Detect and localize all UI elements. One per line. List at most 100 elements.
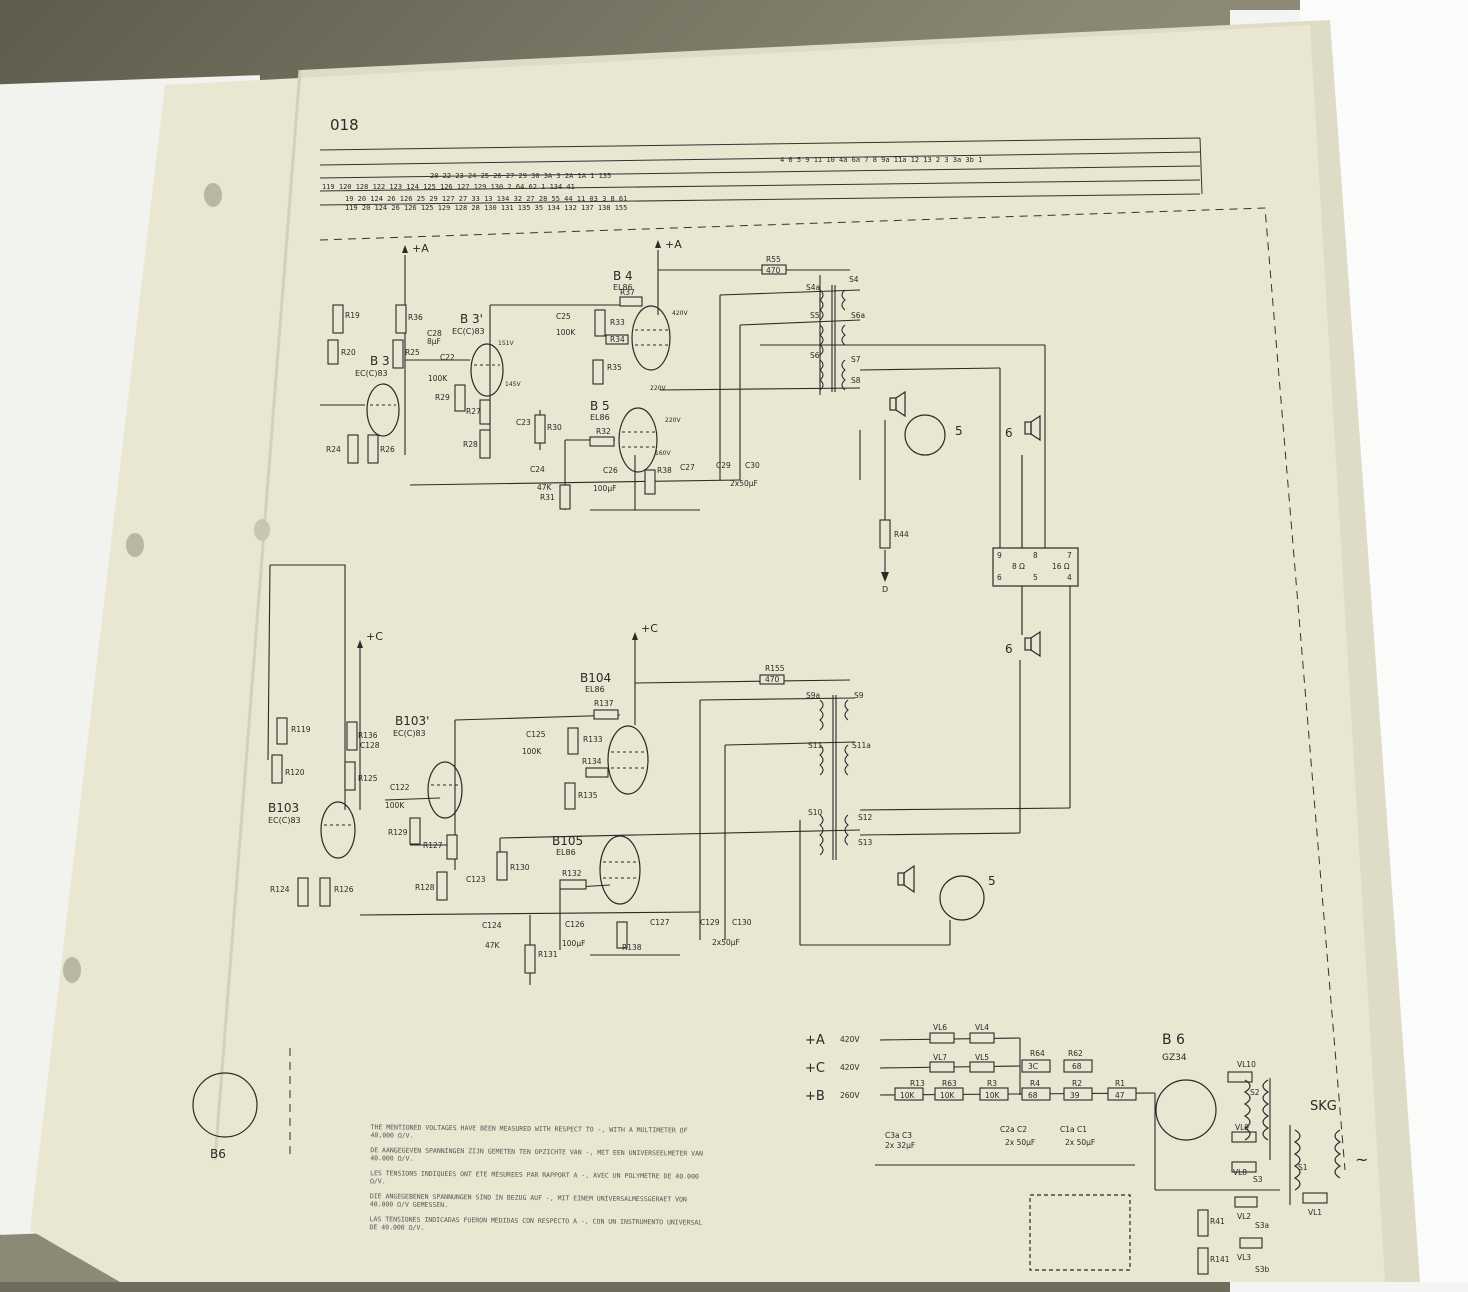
svg-text:420V: 420V bbox=[840, 1063, 860, 1072]
svg-text:S12: S12 bbox=[858, 813, 873, 822]
svg-text:R3: R3 bbox=[987, 1079, 997, 1088]
svg-text:R132: R132 bbox=[562, 869, 582, 878]
svg-text:420V: 420V bbox=[672, 310, 688, 317]
tube-b4-name: B 4 bbox=[613, 269, 633, 283]
ac-mains-symbol: ~ bbox=[1355, 1150, 1368, 1169]
svg-text:47K: 47K bbox=[537, 483, 553, 492]
svg-text:R125: R125 bbox=[358, 774, 378, 783]
svg-text:8µF: 8µF bbox=[427, 337, 441, 346]
svg-text:S4: S4 bbox=[849, 275, 859, 284]
svg-text:C124: C124 bbox=[482, 921, 502, 930]
svg-text:R38: R38 bbox=[657, 466, 672, 475]
svg-text:R33: R33 bbox=[610, 318, 625, 327]
tube-b104-type: EL86 bbox=[585, 685, 605, 694]
punch-hole bbox=[63, 957, 81, 983]
svg-text:S4a: S4a bbox=[806, 283, 820, 292]
speaker-icon bbox=[903, 864, 915, 894]
svg-text:S10: S10 bbox=[808, 808, 823, 817]
svg-text:R138: R138 bbox=[622, 943, 642, 952]
sheet-number: 018 bbox=[330, 116, 359, 134]
b6-socket-icon bbox=[192, 1072, 258, 1138]
tube-b3-type: EC(C)83 bbox=[355, 369, 388, 378]
svg-text:VL10: VL10 bbox=[1237, 1060, 1256, 1069]
svg-text:S13: S13 bbox=[858, 838, 873, 847]
svg-text:R24: R24 bbox=[326, 445, 341, 454]
svg-text:4: 4 bbox=[1067, 573, 1072, 582]
svg-text:S9a: S9a bbox=[806, 691, 820, 700]
channel-2-wiring bbox=[267, 564, 1071, 985]
svg-text:S3a: S3a bbox=[1255, 1221, 1269, 1230]
svg-text:100K: 100K bbox=[428, 374, 448, 383]
svg-text:C22: C22 bbox=[440, 353, 455, 362]
header-table bbox=[319, 137, 1203, 206]
svg-text:S11: S11 bbox=[808, 741, 823, 750]
svg-text:260V: 260V bbox=[840, 1091, 860, 1100]
paper bbox=[30, 25, 1385, 1282]
svg-text:S3: S3 bbox=[1253, 1175, 1263, 1184]
power-supply-resistors bbox=[894, 1032, 1328, 1275]
svg-text:6: 6 bbox=[1005, 642, 1013, 656]
svg-text:VL9: VL9 bbox=[1235, 1123, 1249, 1132]
punch-hole bbox=[254, 519, 270, 541]
svg-text:220V: 220V bbox=[665, 417, 681, 424]
svg-text:VL6: VL6 bbox=[933, 1023, 947, 1032]
svg-text:470: 470 bbox=[766, 266, 781, 275]
header-row-1: 4 6 5 9 11 10 4a 6a 7 8 9a 11a 12 13 2 3… bbox=[780, 156, 982, 164]
tube-b103 bbox=[320, 801, 356, 859]
svg-text:160V: 160V bbox=[655, 450, 671, 457]
speaker-icon bbox=[1030, 630, 1041, 658]
svg-text:10K: 10K bbox=[900, 1091, 916, 1100]
rail-a-label: +A bbox=[665, 238, 682, 251]
header-row-4: 19 20 124 26 126 25 29 127 27 33 13 134 … bbox=[345, 195, 627, 203]
svg-text:R2: R2 bbox=[1072, 1079, 1082, 1088]
tube-b103p-type: EC(C)83 bbox=[393, 729, 426, 738]
svg-text:S11a: S11a bbox=[852, 741, 871, 750]
svg-text:R29: R29 bbox=[435, 393, 450, 402]
svg-text:C27: C27 bbox=[680, 463, 695, 472]
dashed-frame bbox=[289, 207, 1346, 1171]
svg-text:VL4: VL4 bbox=[975, 1023, 989, 1032]
svg-text:5: 5 bbox=[988, 874, 996, 888]
svg-text:R4: R4 bbox=[1030, 1079, 1040, 1088]
tube-b104-name: B104 bbox=[580, 671, 611, 685]
svg-text:VL1: VL1 bbox=[1308, 1208, 1322, 1217]
punch-hole bbox=[126, 533, 144, 557]
rail-c-label: +C bbox=[641, 622, 658, 635]
svg-text:C24: C24 bbox=[530, 465, 545, 474]
tube-b6-type: GZ34 bbox=[1162, 1053, 1187, 1063]
header-row-2: 20 22 23 24 25 26 27 29 30 3A 3 2A 1A 1 … bbox=[430, 172, 611, 180]
header-row-3: 119 120 128 122 123 124 125 126 127 129 … bbox=[322, 183, 575, 191]
svg-text:S8: S8 bbox=[851, 376, 861, 385]
svg-text:68: 68 bbox=[1028, 1091, 1038, 1100]
tube-b105 bbox=[599, 835, 641, 905]
svg-text:2x50µF: 2x50µF bbox=[712, 938, 740, 947]
tube-b105-name: B105 bbox=[552, 834, 583, 848]
svg-text:100K: 100K bbox=[385, 801, 405, 810]
speaker-icon bbox=[1030, 414, 1041, 442]
svg-text:SKG: SKG bbox=[1310, 1099, 1337, 1114]
svg-text:VL2: VL2 bbox=[1237, 1212, 1251, 1221]
note-fr: LES TENSIONS INDIQUEES ONT ETE MESUREES … bbox=[369, 1169, 699, 1186]
svg-text:220V: 220V bbox=[650, 385, 666, 392]
svg-text:R137: R137 bbox=[594, 699, 614, 708]
svg-text:8: 8 bbox=[1033, 551, 1038, 560]
svg-text:R25: R25 bbox=[405, 348, 420, 357]
supply-rail-b: +B bbox=[805, 1089, 825, 1104]
svg-text:C2a C2: C2a C2 bbox=[1000, 1125, 1027, 1134]
supply-rail-c: +C bbox=[805, 1061, 825, 1076]
channel-2-tubes bbox=[320, 725, 649, 905]
svg-text:C23: C23 bbox=[516, 418, 531, 427]
tube-b5-name: B 5 bbox=[590, 399, 610, 413]
svg-text:R20: R20 bbox=[341, 348, 356, 357]
channel-2-resistors bbox=[271, 674, 785, 974]
note-nl: DE AANGEGEVEN SPANNINGEN ZIJN GEMETEN TE… bbox=[370, 1146, 703, 1163]
svg-text:5: 5 bbox=[1033, 573, 1038, 582]
svg-text:R27: R27 bbox=[466, 407, 481, 416]
svg-text:C126: C126 bbox=[565, 920, 585, 929]
svg-text:R55: R55 bbox=[766, 255, 781, 264]
svg-text:S6: S6 bbox=[810, 351, 820, 360]
svg-text:R44: R44 bbox=[894, 530, 909, 539]
svg-text:8 Ω: 8 Ω bbox=[1012, 562, 1025, 571]
svg-text:R28: R28 bbox=[463, 440, 478, 449]
